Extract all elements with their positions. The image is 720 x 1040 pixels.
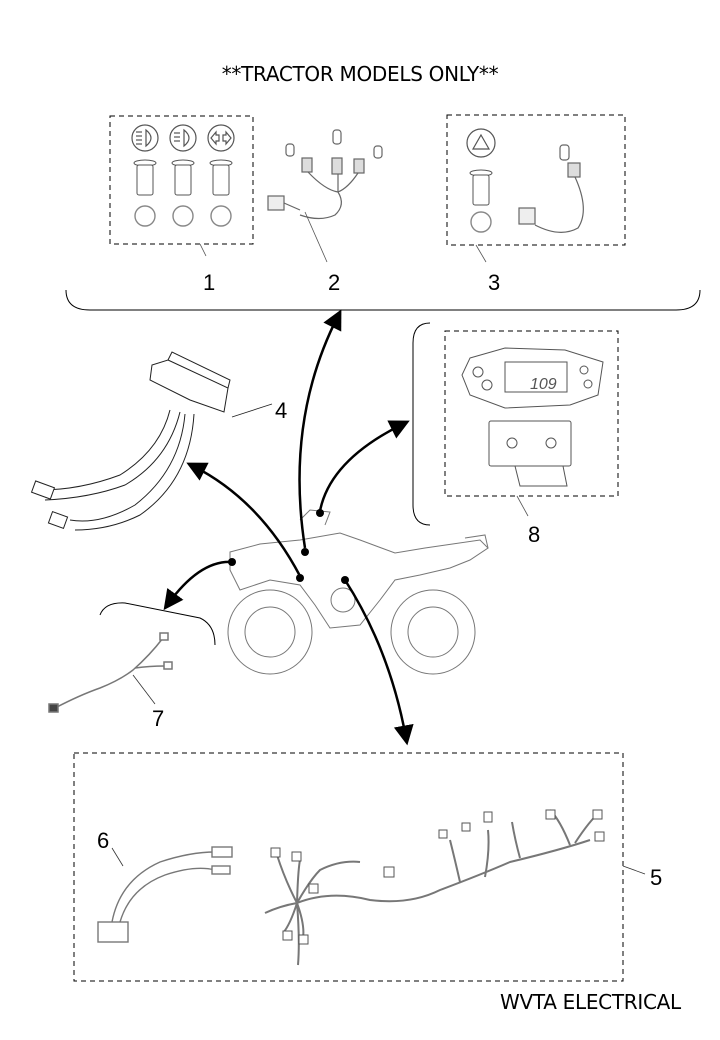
callout-6: 6 <box>97 828 110 853</box>
part-7-front-harness[interactable] <box>48 632 173 713</box>
part-3-group[interactable] <box>446 114 626 263</box>
hazard-bulb-lead <box>518 144 584 233</box>
part-1-group[interactable] <box>109 115 254 257</box>
instrument-display: 109 <box>461 347 604 409</box>
top-group-brace <box>65 289 701 311</box>
page-title: **TRACTOR MODELS ONLY** <box>221 62 499 86</box>
retaining-ring <box>470 211 492 233</box>
callout-1: 1 <box>203 270 216 295</box>
part-8-group[interactable]: 109 <box>444 330 619 517</box>
callout-5: 5 <box>650 865 663 890</box>
callout-8: 8 <box>528 522 541 547</box>
harness-connector <box>270 809 605 945</box>
callout-3: 3 <box>488 270 501 295</box>
bulb-grommet <box>133 159 233 196</box>
display-bracket <box>488 420 572 487</box>
hazard-triangle-icon <box>466 128 496 158</box>
part-5-group[interactable] <box>73 752 646 982</box>
part-4-control-module[interactable] <box>30 351 273 531</box>
turn-signal-icon <box>207 124 235 152</box>
atv-vehicle <box>227 509 489 675</box>
part-6-sub-harness <box>97 846 233 943</box>
display-reading: 109 <box>530 376 557 393</box>
part-7-brace <box>99 602 216 646</box>
callout-arrows <box>163 309 414 746</box>
headlight-high-beam-icon <box>131 124 159 152</box>
callout-7: 7 <box>152 706 165 731</box>
callout-2: 2 <box>328 270 341 295</box>
attachment-dots <box>228 509 349 584</box>
retaining-ring <box>134 205 232 227</box>
part-2-bulb-harness[interactable] <box>267 129 383 263</box>
diagram-footer-label: WVTA ELECTRICAL <box>500 990 681 1014</box>
bulb-grommet <box>469 169 493 206</box>
part-8-brace <box>412 322 431 526</box>
part-5-main-harness <box>264 809 601 966</box>
callout-4: 4 <box>275 398 288 423</box>
headlight-low-beam-icon <box>169 124 197 152</box>
